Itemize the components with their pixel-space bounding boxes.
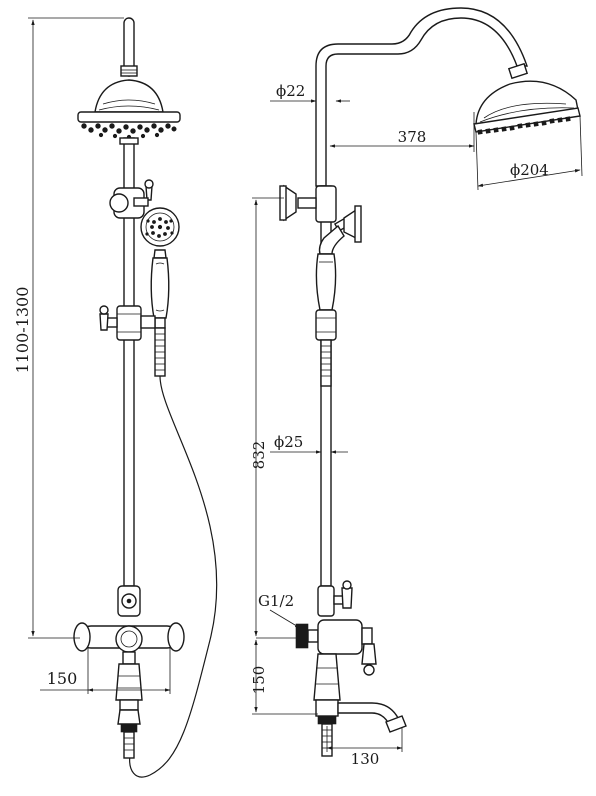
- front-head-nozzles: [81, 123, 177, 140]
- side-gooseneck-arm: [315, 7, 529, 187]
- arm-diameter-label: ϕ22: [276, 82, 305, 100]
- front-diverter-knob: [117, 585, 141, 617]
- spout-reach-label: 130: [351, 750, 380, 768]
- side-view: [279, 7, 581, 757]
- side-slide-clamp: [315, 309, 337, 387]
- front-dimensions: 1100-1300 150: [13, 17, 171, 694]
- front-mixer-body: [73, 622, 185, 665]
- front-spout-stem: [115, 663, 143, 759]
- side-mixer-body: [295, 619, 377, 676]
- rod-height-label: 832: [250, 441, 268, 470]
- lower-height-label: 150: [250, 666, 268, 695]
- front-hand-nozzles: [145, 217, 174, 238]
- front-top-riser: [120, 17, 138, 77]
- side-dimensions: ϕ22 378 ϕ204 832 ϕ25 G1/2 150 130: [250, 82, 583, 768]
- front-view: [73, 17, 218, 778]
- side-hand-shower: [315, 224, 345, 311]
- mixer-width-label: 150: [47, 669, 78, 688]
- arm-reach-label: 378: [398, 128, 427, 146]
- inlet-thread-label: G1/2: [258, 592, 294, 610]
- front-hand-shower-handle: [150, 249, 170, 329]
- rod-diameter-label: ϕ25: [274, 433, 303, 451]
- side-upper-holder: [279, 184, 362, 243]
- side-rain-head: [473, 80, 581, 135]
- side-lower-stem-and-spout: [313, 653, 407, 757]
- head-diameter-label: ϕ204: [510, 161, 549, 179]
- front-hose: [129, 327, 218, 778]
- side-head-nozzles: [477, 116, 571, 135]
- front-rain-head: [77, 79, 181, 140]
- front-hand-shower-head: [140, 207, 180, 247]
- front-upper-holder: [109, 179, 154, 219]
- total-height-label: 1100-1300: [13, 287, 32, 374]
- side-diverter: [317, 580, 353, 617]
- front-slide-clamp: [99, 305, 156, 341]
